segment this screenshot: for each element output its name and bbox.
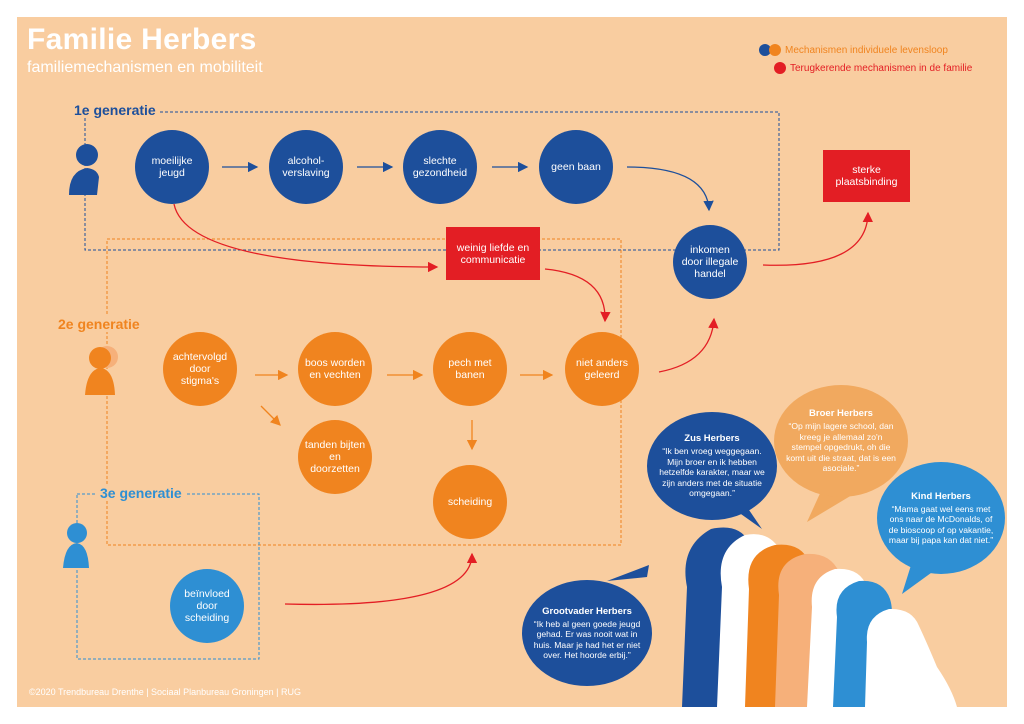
quote-kind-name: Kind Herbers <box>911 490 971 502</box>
page-title: Familie Herbers <box>27 23 257 56</box>
quote-bubble-broer: Broer Herbers “Op mijn lagere school, da… <box>774 385 908 497</box>
mother-silhouette <box>85 346 118 395</box>
legend-individual: Mechanismen individuele levensloop <box>759 44 948 56</box>
child-silhouette <box>63 523 89 568</box>
node-tanden-bijten: tanden bijten en doorzetten <box>298 420 372 494</box>
footer-credits: ©2020 Trendbureau Drenthe | Sociaal Plan… <box>29 687 301 697</box>
node-achtervolgd-stigmas: achtervolgd door stigma's <box>163 332 237 406</box>
node-beinvloed-scheiding: beïnvloed door scheiding <box>170 569 244 643</box>
gen1-label: 1e generatie <box>71 102 159 118</box>
quote-zus-name: Zus Herbers <box>684 433 740 445</box>
quote-bubble-grootvader: Grootvader Herbers “Ik heb al geen goede… <box>522 580 652 686</box>
profile-child-white <box>865 608 957 707</box>
legend-orange-dot-icon <box>769 44 781 56</box>
node-geen-baan: geen baan <box>539 130 613 204</box>
node-boos-vechten: boos worden en vechten <box>298 332 372 406</box>
legend-blue-dot-icon <box>759 44 771 56</box>
grootvader-bubble-tail <box>607 565 649 581</box>
quote-broer-name: Broer Herbers <box>809 408 873 420</box>
arrow-liefde-nietanders <box>544 268 611 323</box>
quote-bubble-zus: Zus Herbers “Ik ben vroeg weggegaan. Mij… <box>647 412 777 520</box>
quote-kind-text: “Mama gaat wel eens met ons naar de McDo… <box>888 503 994 546</box>
legend-red-dot-icon <box>774 62 786 74</box>
node-scheiding: scheiding <box>433 465 507 539</box>
node-slechte-gezondheid: slechte gezondheid <box>403 130 477 204</box>
quote-broer-text: “Op mijn lagere school, dan kreeg je all… <box>786 421 896 474</box>
arrow-inkomen-plaatsbinding <box>762 211 874 266</box>
legend-individual-label: Mechanismen individuele levensloop <box>785 44 948 56</box>
arrow-nietanders-inkomen <box>658 317 719 373</box>
node-inkomen-illegale-handel: inkomen door illegale handel <box>673 225 747 299</box>
gen3-label: 3e generatie <box>97 485 185 501</box>
node-niet-anders-geleerd: niet anders geleerd <box>565 332 639 406</box>
arrow-jeugd-liefde <box>173 203 439 273</box>
arrow-baan-inkomen <box>626 166 714 212</box>
quote-grootvader-name: Grootvader Herbers <box>542 605 632 617</box>
box-sterke-plaatsbinding: sterke plaatsbinding <box>823 150 910 202</box>
quote-zus-text: “Ik ben vroeg weggegaan. Mijn broer en i… <box>659 446 765 499</box>
arrow-achtervolgd-tanden <box>260 405 281 426</box>
poster: Familie Herbers familiemechanismen en mo… <box>17 17 1007 707</box>
node-pech-banen: pech met banen <box>433 332 507 406</box>
page-subtitle: familiemechanismen en mobiliteit <box>27 59 263 76</box>
grandfather-silhouette <box>69 144 99 195</box>
broer-bubble-tail <box>807 489 852 522</box>
node-alcoholverslaving: alcohol-verslaving <box>269 130 343 204</box>
box-weinig-liefde: weinig liefde en communicatie <box>446 227 540 280</box>
quote-grootvader-text: “Ik heb al geen goede jeugd gehad. Er wa… <box>533 618 641 661</box>
gen2-label: 2e generatie <box>55 316 143 332</box>
legend-recurring-label: Terugkerende mechanismen in de familie <box>790 62 973 74</box>
quote-bubble-kind: Kind Herbers “Mama gaat wel eens met ons… <box>877 462 1005 574</box>
arrow-beinvloed-scheiding <box>284 552 478 606</box>
gen3-frame <box>76 493 260 660</box>
legend-recurring: Terugkerende mechanismen in de familie <box>774 62 972 74</box>
node-moeilijke-jeugd: moeilijke jeugd <box>135 130 209 204</box>
family-profiles <box>682 527 957 707</box>
